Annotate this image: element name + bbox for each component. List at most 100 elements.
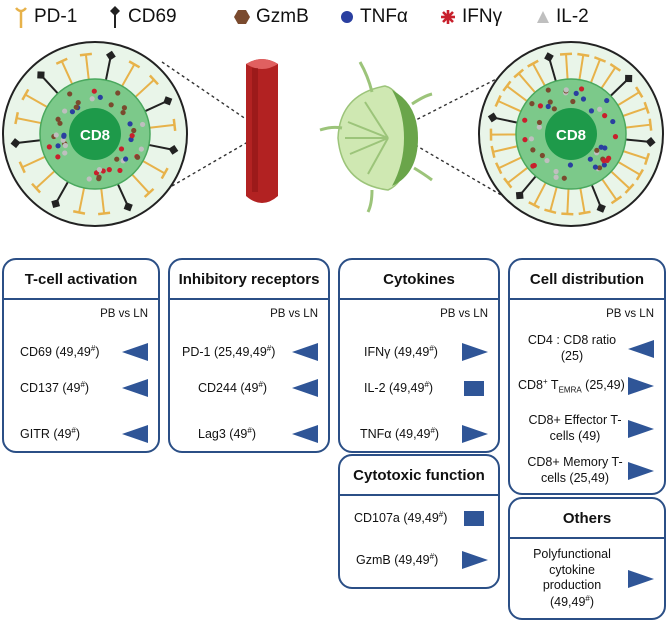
- pd1-receptor-tip: [502, 80, 512, 92]
- row-label: CD8+ TEMRA (25,49): [518, 376, 625, 395]
- box-title: T-cell activation: [4, 260, 158, 300]
- pd1-receptor-icon: [617, 161, 641, 176]
- decrease-triangle-icon: [292, 379, 318, 397]
- pd1-receptor-icon: [498, 156, 522, 170]
- gzmb-granule: [536, 119, 543, 126]
- pd1-receptor-tip: [593, 56, 607, 63]
- gzmb-granule: [75, 99, 81, 106]
- pd1-receptor-tip: [494, 95, 502, 107]
- cd69-receptor-icon: [110, 6, 120, 28]
- gzmb-granule: [57, 120, 63, 126]
- pd1-receptor-icon: [622, 150, 648, 160]
- left-cell-granules: [46, 88, 146, 182]
- pd1-receptor-icon: [517, 72, 536, 94]
- il2-granule: [96, 167, 103, 173]
- pd1-receptor-icon: [492, 145, 518, 153]
- left-cell-label: CD8: [80, 127, 110, 144]
- pd1-receptor-tip: [148, 74, 159, 86]
- il2-granule: [53, 132, 59, 138]
- il2-granule: [553, 174, 559, 180]
- pd1-receptor-icon: [15, 7, 27, 28]
- pd1-receptor-tip: [561, 212, 574, 216]
- pd1-receptor-tip: [160, 167, 169, 180]
- pd1-receptor-icon: [566, 188, 570, 214]
- gzmb-granule: [561, 175, 567, 181]
- ifng-granule: [106, 167, 112, 173]
- il2-granule: [544, 157, 550, 164]
- legend-item-pd1: PD-1: [14, 5, 77, 29]
- right-cd8-cell: CD8: [478, 41, 664, 227]
- box-title: Others: [510, 499, 664, 539]
- illustration: CD8 CD8: [2, 41, 664, 227]
- box-title: Inhibitory receptors: [170, 260, 328, 300]
- right-cell-label: CD8: [556, 127, 586, 144]
- pd1-receptor-tip: [624, 183, 635, 194]
- gzmb-granule: [115, 90, 121, 96]
- tnfa-granule: [588, 108, 595, 114]
- pd1-receptor-tip: [635, 86, 644, 98]
- ifng-granule: [602, 113, 608, 119]
- pd1-receptor-tip: [21, 88, 30, 101]
- tnfa-granule: [55, 143, 61, 149]
- tnfa-granule: [592, 164, 599, 170]
- pd1-receptor-tip: [79, 52, 92, 57]
- gzmb-granule: [73, 104, 79, 110]
- comparison-header: PB vs LN: [606, 308, 654, 320]
- gzmb-granule: [131, 127, 137, 134]
- inhibitory-receptors-box: Inhibitory receptors PB vs LN PD-1 (25,4…: [168, 258, 330, 453]
- cd69-receptor-tip: [487, 112, 498, 123]
- ifng-granule: [46, 144, 52, 150]
- decrease-triangle-icon: [628, 340, 654, 358]
- il2-granule: [62, 150, 68, 156]
- pd1-receptor-icon: [579, 188, 586, 214]
- list-item: PD-1 (25,49,49#): [170, 340, 328, 364]
- gzmb-granule: [529, 101, 535, 107]
- comparison-header: PB vs LN: [100, 308, 148, 320]
- list-item: IFNγ (49,49#): [340, 340, 498, 364]
- tcell-activation-box: T-cell activation PB vs LN CD69 (49,49#)…: [2, 258, 160, 453]
- pd1-receptor-tip: [72, 209, 86, 215]
- pd1-receptor-icon: [625, 123, 651, 129]
- gzmb-granule: [121, 105, 128, 111]
- cytokines-box: Cytokines PB vs LN IFNγ (49,49#) IL-2 (4…: [338, 258, 500, 453]
- il2-granule: [60, 137, 66, 143]
- legend-item-gzmb: GzmB: [234, 5, 309, 29]
- cd69-receptor-tip: [123, 202, 133, 212]
- pd1-receptor-icon: [600, 66, 617, 89]
- il2-granule: [89, 96, 95, 102]
- pd1-receptor-icon: [84, 54, 90, 80]
- pd1-receptor-icon: [35, 170, 56, 189]
- ifng-granule: [530, 163, 536, 169]
- blood-vessel-icon: [246, 59, 278, 203]
- gzmb-granule: [551, 106, 557, 112]
- cd69-receptor-tip: [625, 74, 633, 83]
- hexagon-icon: [234, 10, 250, 24]
- ifng-granule: [522, 137, 528, 143]
- tnfa-granule: [598, 144, 604, 150]
- tnfa-granule: [97, 94, 103, 100]
- pd1-receptor-tip: [559, 52, 573, 56]
- legend-label: IL-2: [556, 6, 589, 27]
- list-item: CD107a (49,49#): [340, 506, 498, 530]
- gzmb-granule: [96, 176, 102, 182]
- row-label: CD69 (49,49#): [20, 343, 100, 359]
- gzmb-granule: [108, 102, 114, 108]
- circle-icon: [341, 11, 353, 23]
- pd1-receptor-icon: [565, 54, 569, 80]
- list-item: CD8+ Effector T-cells (49): [510, 412, 664, 446]
- pd1-receptor-tip: [578, 210, 591, 216]
- legend-label: CD69: [128, 6, 177, 27]
- row-label: GzmB (49,49#): [356, 551, 439, 567]
- gzmb-granule: [594, 147, 600, 153]
- tnfa-granule: [610, 118, 616, 125]
- cd69-receptor-tip: [10, 138, 21, 149]
- legend-item-il2: IL-2: [536, 5, 589, 29]
- row-label: PD-1 (25,49,49#): [182, 343, 276, 359]
- legend-item-cd69: CD69: [108, 5, 177, 29]
- il2-granule: [62, 108, 68, 114]
- list-item: CD69 (49,49#): [4, 340, 158, 364]
- pd1-receptor-icon: [601, 178, 618, 201]
- ifng-granule: [601, 158, 607, 164]
